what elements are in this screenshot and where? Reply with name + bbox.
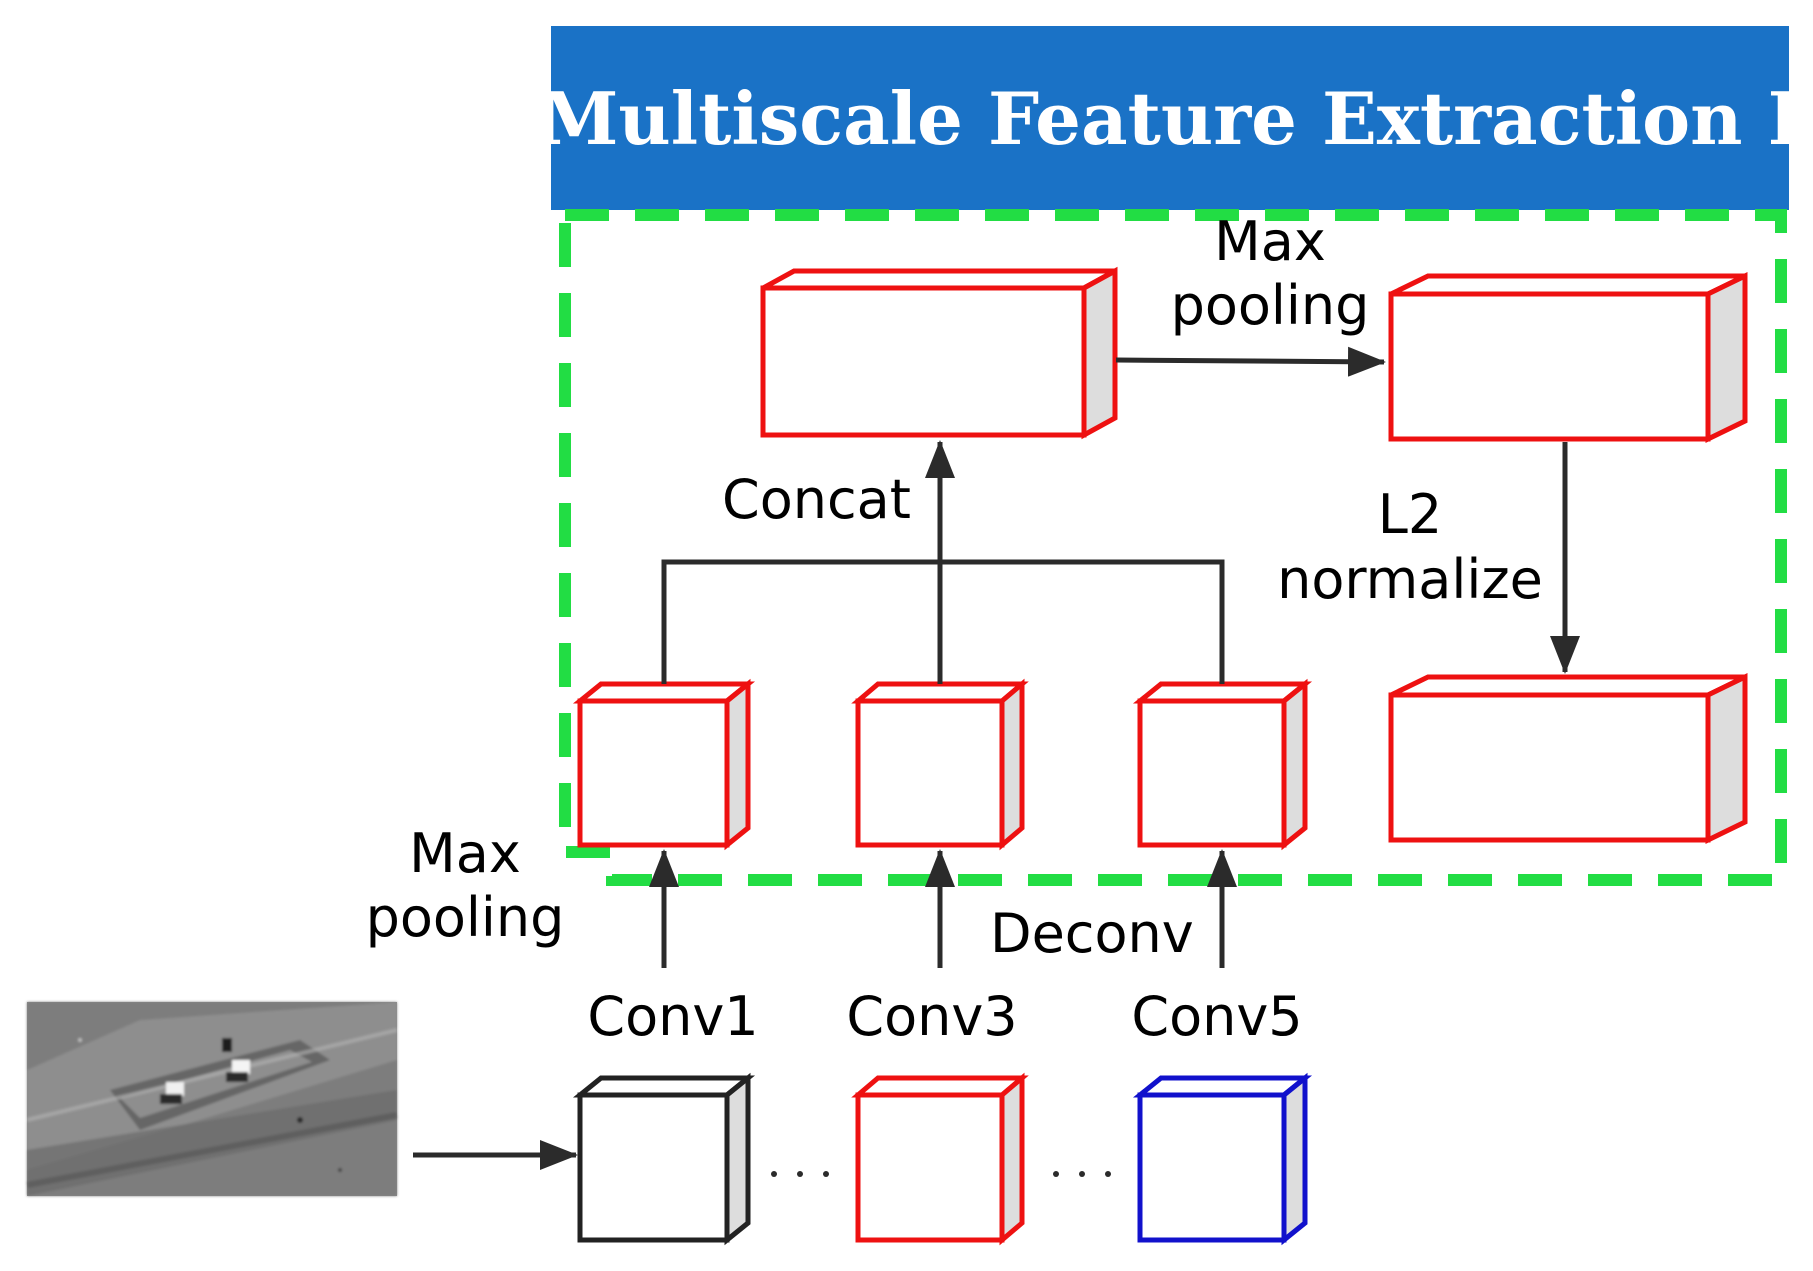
concat-label: Concat bbox=[722, 468, 911, 531]
deconv-conv5-cube bbox=[1132, 678, 1313, 851]
concat-connector bbox=[661, 559, 1225, 684]
pooled-feature-box bbox=[1388, 272, 1748, 443]
ellipsis-dots-1 bbox=[771, 1171, 829, 1177]
conv5-cube bbox=[1132, 1072, 1313, 1246]
pooled-conv1-cube bbox=[572, 678, 756, 851]
normalized-feature-box bbox=[1388, 673, 1748, 844]
conv3-label: Conv3 bbox=[846, 985, 1018, 1048]
top-max-pooling-arrow bbox=[1115, 346, 1386, 377]
conv3-feature-cube bbox=[851, 678, 1029, 851]
l2-label: L2 bbox=[1377, 483, 1443, 546]
top-pooling-label: pooling bbox=[1170, 274, 1370, 337]
normalize-label: normalize bbox=[1277, 548, 1543, 611]
bottom-max-label: Max bbox=[409, 822, 521, 885]
bottom-pooling-label: pooling bbox=[365, 886, 565, 949]
concat-feature-box bbox=[760, 266, 1118, 440]
diagram-title: Multiscale Feature Extraction I bbox=[538, 75, 1802, 161]
conv3-cube bbox=[851, 1072, 1029, 1246]
conv5-label: Conv5 bbox=[1131, 985, 1303, 1048]
input-aerial-image bbox=[26, 1002, 398, 1196]
conv1-cube bbox=[572, 1072, 756, 1246]
ellipsis-dots-2 bbox=[1053, 1171, 1111, 1177]
top-max-label: Max bbox=[1214, 210, 1326, 273]
conv1-label: Conv1 bbox=[587, 985, 759, 1048]
deconv-label: Deconv bbox=[990, 902, 1194, 965]
title-banner: Multiscale Feature Extraction I bbox=[539, 26, 1801, 210]
feature-region-border bbox=[559, 209, 1787, 886]
